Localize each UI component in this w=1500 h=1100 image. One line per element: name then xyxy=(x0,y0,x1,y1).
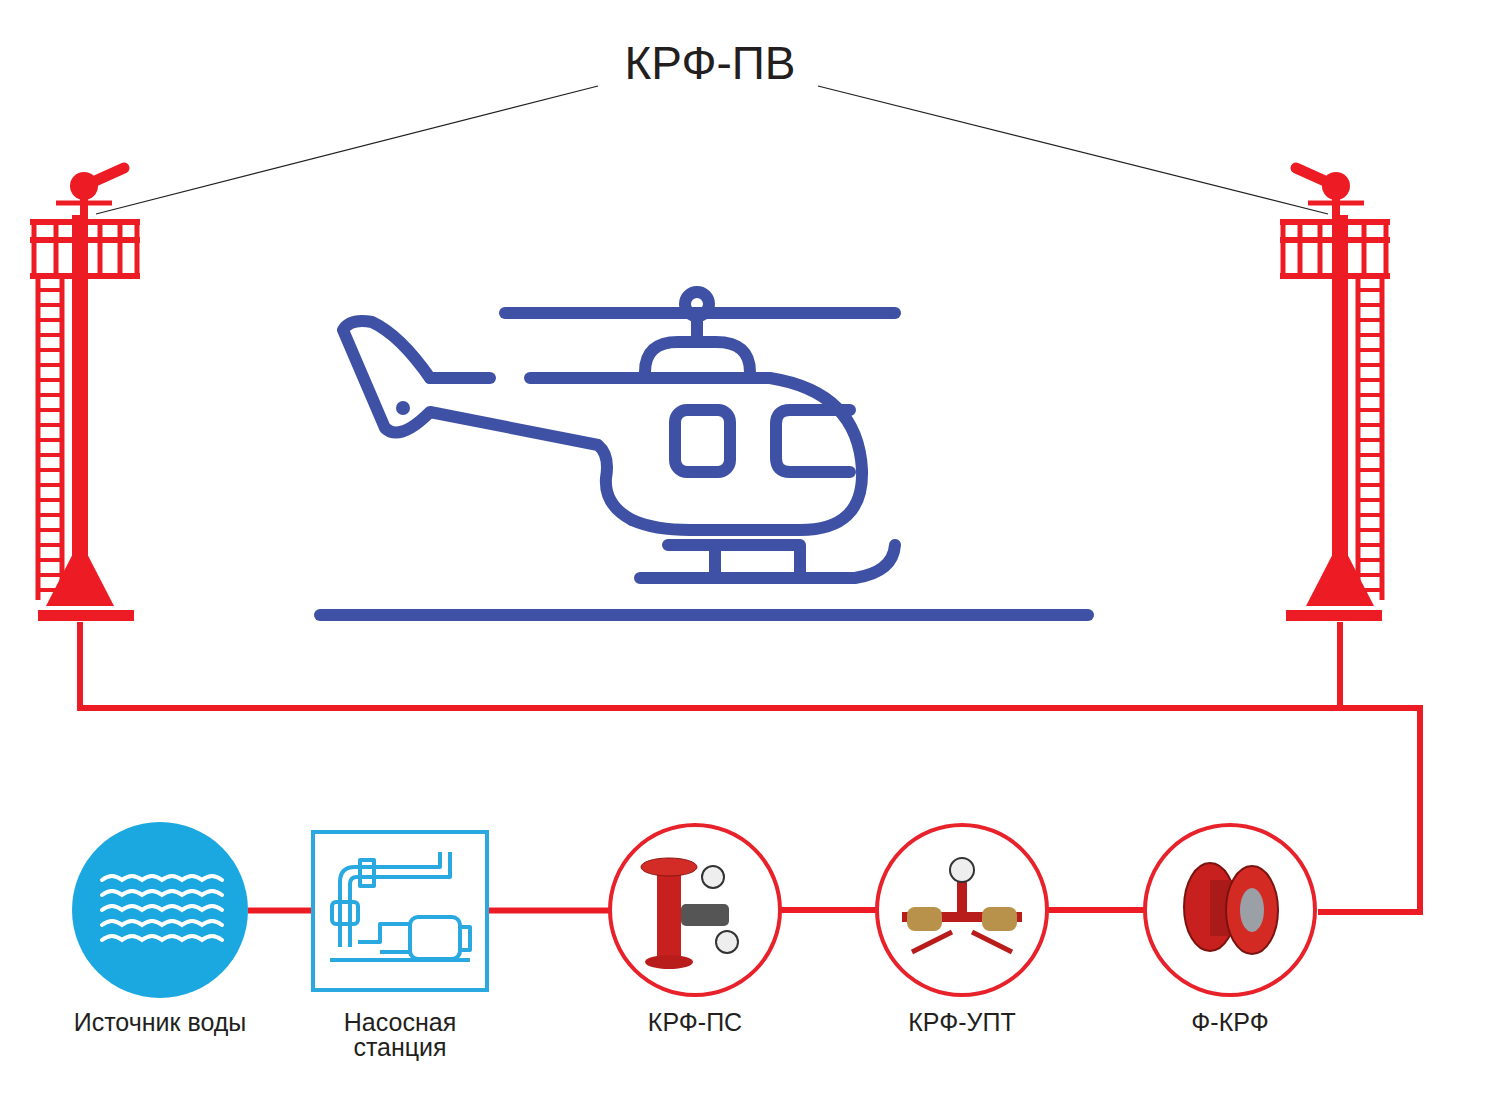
pipe-connector xyxy=(487,908,610,914)
pipe-connector xyxy=(248,908,313,914)
helicopter-icon xyxy=(396,401,410,415)
node-outline xyxy=(300,822,500,1002)
node-label: Ф-КРФ xyxy=(1130,1010,1330,1035)
node-outline xyxy=(1130,822,1330,1002)
node-label: КРФ-УПТ xyxy=(862,1010,1062,1035)
equipment-circle: Ф-КРФ xyxy=(1130,822,1330,1035)
pipe-connector xyxy=(1047,907,1145,913)
equipment-circle: КРФ-УПТ xyxy=(862,822,1062,1035)
title: КРФ-ПВ xyxy=(550,36,870,90)
node-label: Источник воды xyxy=(60,1010,260,1035)
equipment-circle: Источник воды xyxy=(60,822,260,1035)
node-label: КРФ-ПС xyxy=(595,1010,795,1035)
node-outline xyxy=(862,822,1062,1002)
leader-line xyxy=(818,86,1328,214)
node-outline xyxy=(60,822,260,1002)
fire-monitor-tower xyxy=(30,168,140,621)
equipment-circle: КРФ-ПС xyxy=(595,822,795,1035)
station-box: Насосная станция xyxy=(300,822,500,1060)
node-label: Насосная станция xyxy=(300,1010,500,1060)
leader-line xyxy=(96,86,598,214)
helicopter-icon xyxy=(320,292,1088,615)
pipe-connector xyxy=(780,907,877,913)
node-outline xyxy=(595,822,795,1002)
fire-monitor-tower xyxy=(1280,168,1390,621)
